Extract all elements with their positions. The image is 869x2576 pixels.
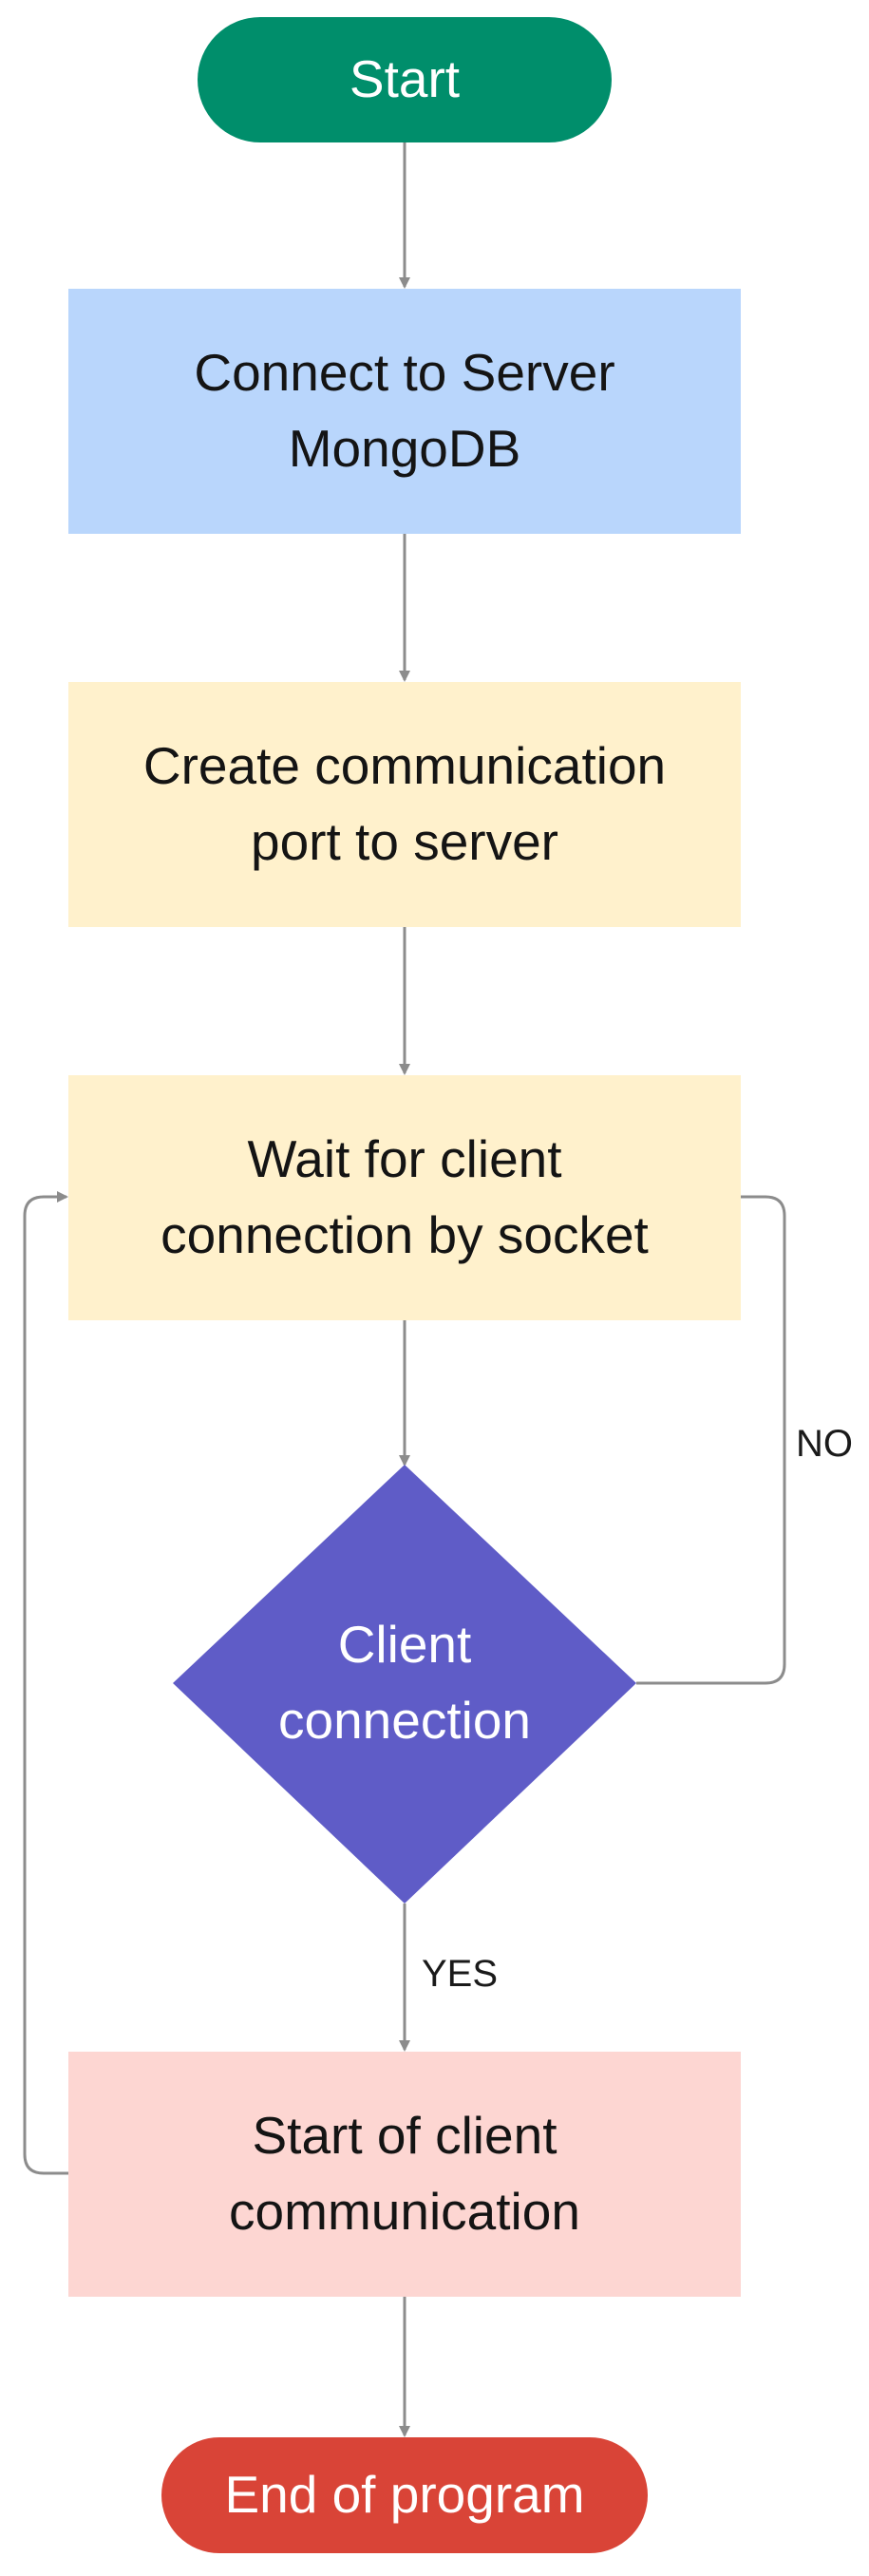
decision-label-box: Client connection <box>220 1569 589 1797</box>
no-edge-label: NO <box>796 1423 853 1465</box>
decision-label: Client connection <box>277 1615 532 1750</box>
create-port-step: Create communication port to server <box>68 682 741 927</box>
wait-connection-label: Wait for client connection by socket <box>161 1129 649 1264</box>
connect-server-label: Connect to Server MongoDB <box>194 343 615 478</box>
edge-decision-no-loop <box>636 1195 786 1685</box>
wait-connection-step: Wait for client connection by socket <box>68 1075 741 1320</box>
start-communication-step: Start of client communication <box>68 2052 741 2297</box>
end-terminal: End of program <box>161 2437 648 2553</box>
yes-edge-label: YES <box>422 1953 499 1995</box>
start-terminal: Start <box>198 17 612 142</box>
create-port-label: Create communication port to server <box>142 736 667 871</box>
end-label: End of program <box>224 2465 585 2525</box>
edge-start-comm-loop-back <box>23 1191 68 2175</box>
start-label: Start <box>349 49 461 109</box>
decision-diamond <box>173 1465 636 1904</box>
connect-server-step: Connect to Server MongoDB <box>68 289 741 534</box>
start-communication-label: Start of client communication <box>229 2106 580 2241</box>
